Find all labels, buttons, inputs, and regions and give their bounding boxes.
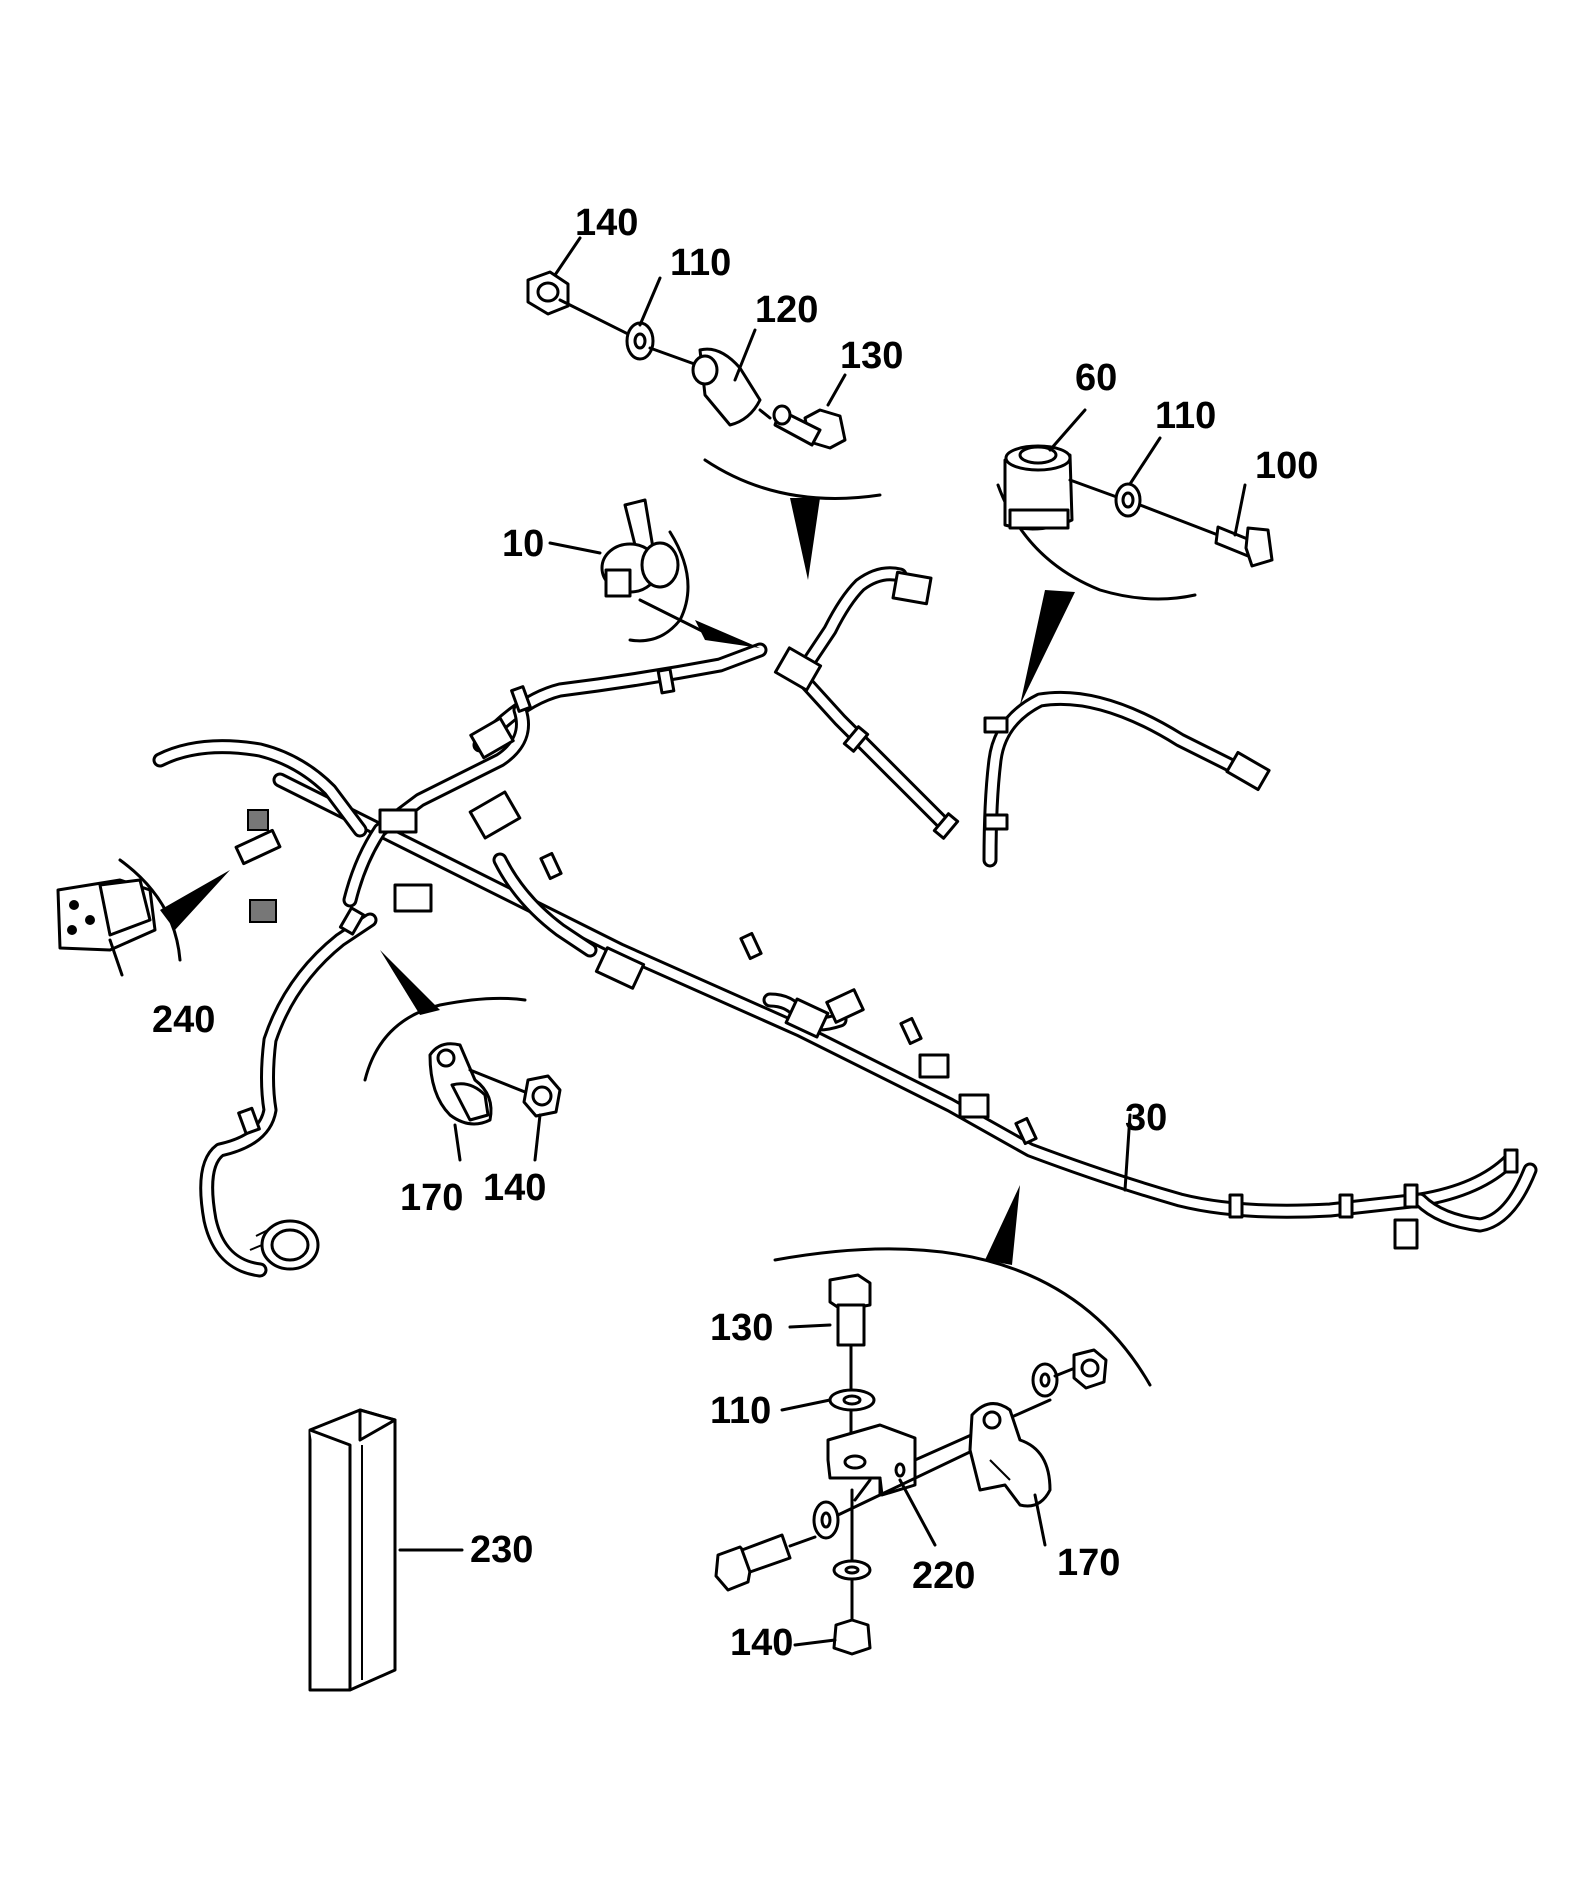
callout-140-bottom: 140: [730, 1622, 793, 1664]
callout-30: 30: [1125, 1097, 1167, 1139]
callout-100: 100: [1255, 445, 1318, 487]
channel-230: [308, 1408, 397, 1692]
callout-170-left: 170: [400, 1177, 463, 1219]
detail-60-grommet-stack: [996, 444, 1274, 705]
callout-130-top: 130: [840, 335, 903, 377]
callout-140-left: 140: [483, 1167, 546, 1209]
callout-labels: 140 110 120 130 60 110 100 10 240 170 14…: [152, 202, 1318, 1664]
harness-connectors: [234, 570, 1419, 1250]
callout-10: 10: [502, 523, 544, 565]
callout-110-top: 110: [670, 242, 731, 284]
detail-bottom-bracket-stack: [714, 1185, 1152, 1656]
connector-block-240: [56, 858, 230, 977]
detail-10-grommet: [600, 498, 760, 648]
callout-130-bottom: 130: [710, 1307, 773, 1349]
callout-170-bottom: 170: [1057, 1542, 1120, 1584]
leader-lines: [398, 236, 1247, 1647]
callout-120: 120: [755, 289, 818, 331]
callout-240: 240: [152, 999, 215, 1041]
round-connector: [249, 1219, 320, 1271]
callout-110-right: 110: [1155, 395, 1216, 437]
callout-110-bottom: 110: [710, 1390, 771, 1432]
detail-top-fastener-stack: [526, 270, 882, 580]
callout-220: 220: [912, 1555, 975, 1597]
main-wiring-harness: [152, 566, 1538, 1278]
callout-140-top: 140: [575, 202, 638, 244]
callout-230: 230: [470, 1529, 533, 1571]
callout-60: 60: [1075, 357, 1117, 399]
detail-170-clip-left: [363, 950, 562, 1162]
harness-clips: [237, 667, 1519, 1219]
